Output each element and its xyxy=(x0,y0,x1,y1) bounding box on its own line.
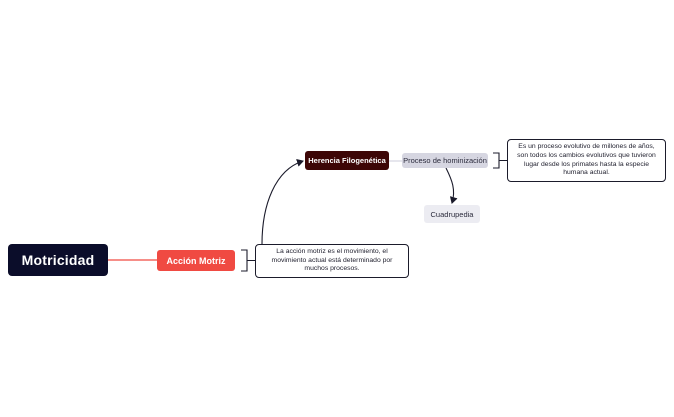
root-topic-label: Motricidad xyxy=(21,252,95,268)
link-accion-herencia xyxy=(261,159,304,245)
link-proceso-cuadrupedia xyxy=(445,167,458,204)
topic-herencia-filogenetica[interactable]: Herencia Filogenética xyxy=(305,151,389,170)
topic-cuadrupedia-label: Cuadrupedia xyxy=(430,209,474,219)
note-proceso-text: Es un proceso evolutivo de millones de a… xyxy=(517,143,656,177)
bracket-proceso-note xyxy=(493,152,507,169)
root-topic-motricidad[interactable]: Motricidad xyxy=(8,244,108,276)
topic-herencia-label: Herencia Filogenética xyxy=(308,156,386,165)
topic-proceso-hominizacion[interactable]: Proceso de hominización xyxy=(402,153,488,168)
note-proceso-hominizacion[interactable]: Es un proceso evolutivo de millones de a… xyxy=(507,139,666,182)
note-accion-motriz[interactable]: La acción motriz es el movimiento, el mo… xyxy=(255,244,409,278)
note-accion-text: La acción motriz es el movimiento, el mo… xyxy=(271,248,393,273)
topic-accion-label: Acción Motriz xyxy=(166,255,226,266)
topic-accion-motriz[interactable]: Acción Motriz xyxy=(157,250,235,271)
topic-proceso-label: Proceso de hominización xyxy=(403,156,487,165)
bracket-accion-note xyxy=(241,249,255,272)
topic-cuadrupedia[interactable]: Cuadrupedia xyxy=(424,205,480,223)
